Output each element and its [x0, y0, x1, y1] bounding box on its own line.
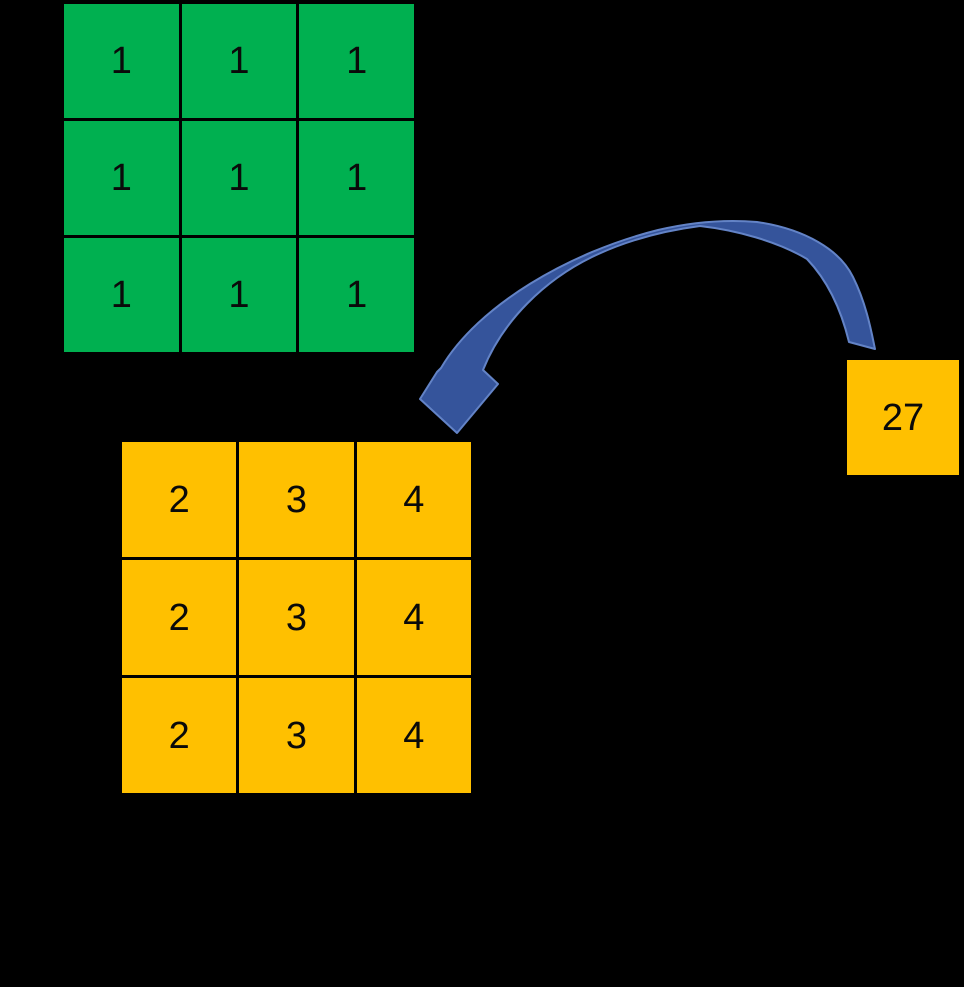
kernel-cell: 1: [181, 4, 297, 118]
kernel-cell: 1: [64, 238, 179, 352]
patch-grid: 2 3 4 2 3 4 2 3 4: [120, 440, 473, 795]
patch-cell: 3: [239, 442, 354, 557]
patch-cell: 3: [239, 678, 354, 793]
kernel-cell: 1: [64, 121, 179, 235]
patch-cell: 2: [122, 560, 237, 675]
kernel-cell: 1: [64, 4, 179, 118]
kernel-cell: 1: [299, 121, 414, 235]
result-box: 27: [845, 358, 961, 477]
kernel-cell: 1: [299, 238, 414, 352]
patch-cell: 3: [239, 560, 354, 675]
kernel-cell: 1: [181, 121, 297, 235]
kernel-grid: 1 1 1 1 1 1 1 1 1: [62, 2, 416, 354]
result-value: 27: [881, 396, 925, 439]
patch-cell: 2: [122, 678, 237, 793]
patch-cell: 4: [356, 442, 471, 557]
patch-cell: 4: [356, 678, 471, 793]
curved-arrow-shape: [419, 220, 876, 434]
patch-cell: 4: [356, 560, 471, 675]
patch-cell: 2: [122, 442, 237, 557]
kernel-cell: 1: [299, 4, 414, 118]
kernel-cell: 1: [181, 238, 297, 352]
